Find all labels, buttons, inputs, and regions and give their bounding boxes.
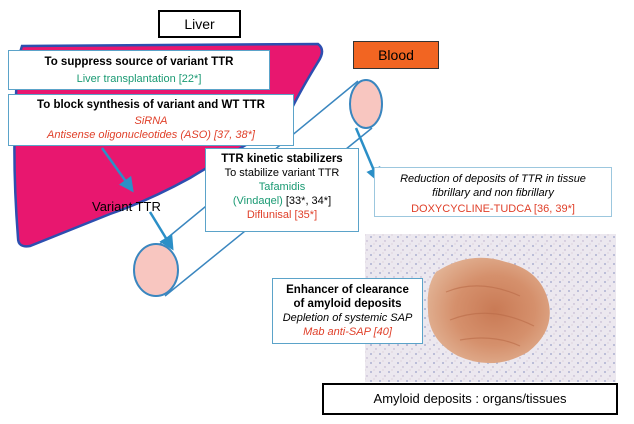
- block-item-aso: Antisense oligonucleotides (ASO) [37, 38…: [47, 129, 255, 141]
- variant-ttr-label: Variant TTR: [92, 199, 161, 214]
- arrow-variant-to-cell: [148, 211, 174, 251]
- arrow-block-to-variant: [100, 147, 134, 193]
- clearance-title2: of amyloid deposits: [293, 298, 402, 310]
- clearance-title1: Enhancer of clearance: [286, 284, 409, 296]
- reduction-drug: DOXYCYCLINE-TUDCA [36, 39*]: [411, 203, 575, 215]
- reduction-line1: Reduction of deposits of TTR in tissue: [400, 173, 586, 185]
- reduction-line2: fibrillary and non fibrillary: [432, 187, 554, 199]
- stabilizers-subtitle: To stabilize variant TTR: [224, 167, 340, 179]
- clearance-subtitle: Depletion of systemic SAP: [282, 312, 413, 324]
- suppress-item: Liver transplantation [22*]: [76, 73, 202, 85]
- block-synthesis-box: To block synthesis of variant and WT TTR…: [8, 94, 294, 146]
- reduction-box: Reduction of deposits of TTR in tissue f…: [374, 167, 612, 217]
- blood-label: Blood: [378, 47, 414, 63]
- stabilizer-drug-diflunisal: Diflunisal [35*]: [246, 209, 318, 221]
- variant-ttr-text: Variant TTR: [92, 199, 161, 214]
- amyloid-deposits-box: Amyloid deposits : organs/tissues: [322, 383, 618, 415]
- block-item-sirna: SiRNA: [134, 115, 168, 127]
- stabilizers-box: TTR kinetic stabilizers To stabilize var…: [205, 148, 359, 232]
- tissue-histology-image: [365, 234, 616, 382]
- stabilizers-title: TTR kinetic stabilizers: [221, 153, 343, 165]
- clearance-box: Enhancer of clearance of amyloid deposit…: [272, 278, 423, 344]
- amyloid-deposits-label: Amyloid deposits : organs/tissues: [373, 391, 567, 406]
- variant-ttr-ellipse: [133, 243, 179, 297]
- liver-label-box: Liver: [158, 10, 241, 38]
- suppress-title: To suppress source of variant TTR: [44, 56, 234, 68]
- vindaqel-name: (Vindaqel): [232, 195, 283, 207]
- blood-label-box: Blood: [353, 41, 439, 69]
- stabilizer-drug-vindaqel: (Vindaqel) [33*, 34*]: [206, 194, 358, 208]
- liver-label: Liver: [184, 16, 215, 32]
- stabilizer-drug-tafamidis: Tafamidis: [258, 181, 306, 193]
- block-title: To block synthesis of variant and WT TTR: [37, 99, 265, 111]
- suppress-source-box: To suppress source of variant TTR Liver …: [8, 50, 270, 90]
- clearance-drug: Mab anti-SAP [40]: [303, 326, 392, 338]
- blood-cell-ellipse: [349, 79, 383, 129]
- vindaqel-refs: [33*, 34*]: [285, 195, 332, 207]
